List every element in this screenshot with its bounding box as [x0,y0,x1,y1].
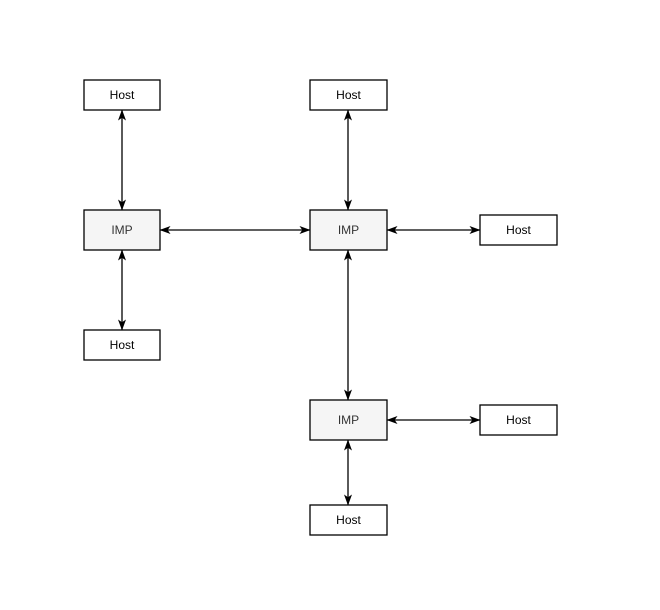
host-bottom-center-box [309,504,388,536]
host-bottom-center-label: Host [336,513,361,527]
node-imp-lower: IMP [309,399,388,441]
node-host-top-center: Host [309,79,388,111]
node-host-top-left: Host [83,79,161,111]
host-right-middle-box [479,214,558,246]
node-imp-center: IMP [309,209,388,251]
edges-layer [118,109,481,506]
node-host-right-middle: Host [479,214,558,246]
imp-lower-box [309,399,388,441]
imp-lower-label: IMP [338,413,359,427]
imp-center-label: IMP [338,223,359,237]
host-bottom-left-box [83,329,161,361]
node-host-bottom-left: Host [83,329,161,361]
imp-center-box [309,209,388,251]
host-right-lower-label: Host [506,413,531,427]
node-imp-left: IMP [83,209,161,251]
host-right-lower-box [479,404,558,436]
host-top-left-box [83,79,161,111]
host-top-center-box [309,79,388,111]
node-host-bottom-center: Host [309,504,388,536]
host-top-left-label: Host [110,88,135,102]
host-top-center-label: Host [336,88,361,102]
imp-left-label: IMP [111,223,132,237]
imp-left-box [83,209,161,251]
node-host-right-lower: Host [479,404,558,436]
host-right-middle-label: Host [506,223,531,237]
host-bottom-left-label: Host [110,338,135,352]
